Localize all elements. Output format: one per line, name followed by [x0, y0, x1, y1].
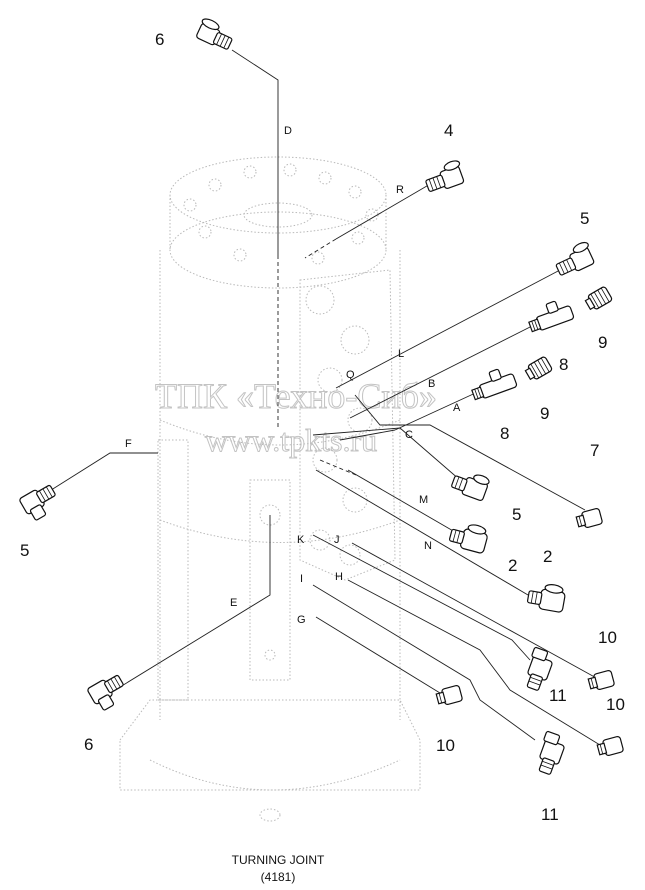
line-letter-label: H: [335, 571, 343, 583]
watermark-line1: ТПК «Техно-Сиб»: [155, 376, 437, 416]
part-number-label: 11: [541, 805, 559, 824]
elbow-fitting-11-lower: [538, 730, 565, 775]
elbow-fitting-11-upper: [526, 646, 553, 691]
line-letter-label: G: [297, 614, 306, 626]
part-number-label: 10: [606, 695, 625, 714]
line-letter-label: N: [424, 540, 432, 552]
part-number-label: 10: [598, 628, 617, 647]
part-number-callouts: 6 4 5 9 8 8 9 7 5 5 2 2 10 11 10 6 10 11: [20, 30, 625, 824]
part-number-label: 7: [590, 441, 599, 460]
part-number-label: 8: [500, 424, 509, 443]
diagram-code: (4181): [261, 870, 296, 884]
elbow-fitting-6-top: [196, 18, 233, 50]
straight-connector-10-middle: [435, 685, 463, 705]
part-number-label: 2: [543, 547, 552, 566]
line-letter-label: A: [453, 402, 461, 414]
cap-fitting-9-lower: [524, 356, 553, 381]
part-number-label: 6: [84, 735, 93, 754]
part-number-label: 2: [508, 556, 517, 575]
elbow-fitting-2-right: [526, 584, 566, 613]
line-letter-label: B: [428, 378, 435, 390]
part-number-label: 6: [155, 30, 164, 49]
part-number-label: 5: [512, 505, 521, 524]
part-number-label: 10: [436, 736, 455, 755]
cap-fitting-9-top: [584, 286, 613, 311]
line-letter-label: R: [396, 184, 404, 196]
part-number-label: 9: [598, 333, 607, 352]
elbow-fitting-5-left: [19, 484, 56, 521]
elbow-fitting-5-right: [555, 241, 595, 276]
part-number-label: 5: [20, 541, 29, 560]
straight-connector-7: [575, 508, 603, 528]
elbow-fitting-6-bottom: [87, 674, 124, 711]
straight-connector-10-upper: [587, 670, 615, 690]
part-number-label: 11: [549, 686, 567, 705]
part-number-label: 9: [540, 404, 549, 423]
leader-lines: [47, 49, 601, 746]
line-letter-labels: D R L Q B A F C M N K J I H E G: [125, 125, 461, 626]
line-letter-label: Q: [346, 369, 355, 381]
part-number-label: 8: [559, 355, 568, 374]
watermark-line2: www.tpkts.ru: [205, 422, 377, 458]
line-letter-label: L: [398, 348, 404, 360]
elbow-fitting-5-middle: [451, 474, 490, 502]
line-letter-label: I: [300, 573, 303, 585]
tee-fitting-8-lower: [471, 368, 518, 401]
straight-connector-10-lower: [596, 736, 624, 756]
line-letter-label: K: [297, 534, 305, 546]
part-number-label: 5: [580, 209, 589, 228]
line-letter-label: F: [125, 438, 132, 450]
line-letter-label: J: [334, 534, 340, 546]
part-number-label: 4: [444, 121, 453, 140]
line-letter-label: M: [419, 494, 428, 506]
line-letter-label: D: [284, 125, 292, 137]
line-letter-label: E: [230, 597, 237, 609]
line-letter-label: C: [405, 429, 413, 441]
elbow-fitting-4: [425, 160, 465, 192]
tee-fitting-8-upper: [528, 300, 575, 333]
elbow-fitting-2-middle: [448, 524, 488, 554]
turning-joint-body: [119, 156, 421, 822]
diagram-title: TURNING JOINT: [232, 853, 325, 867]
